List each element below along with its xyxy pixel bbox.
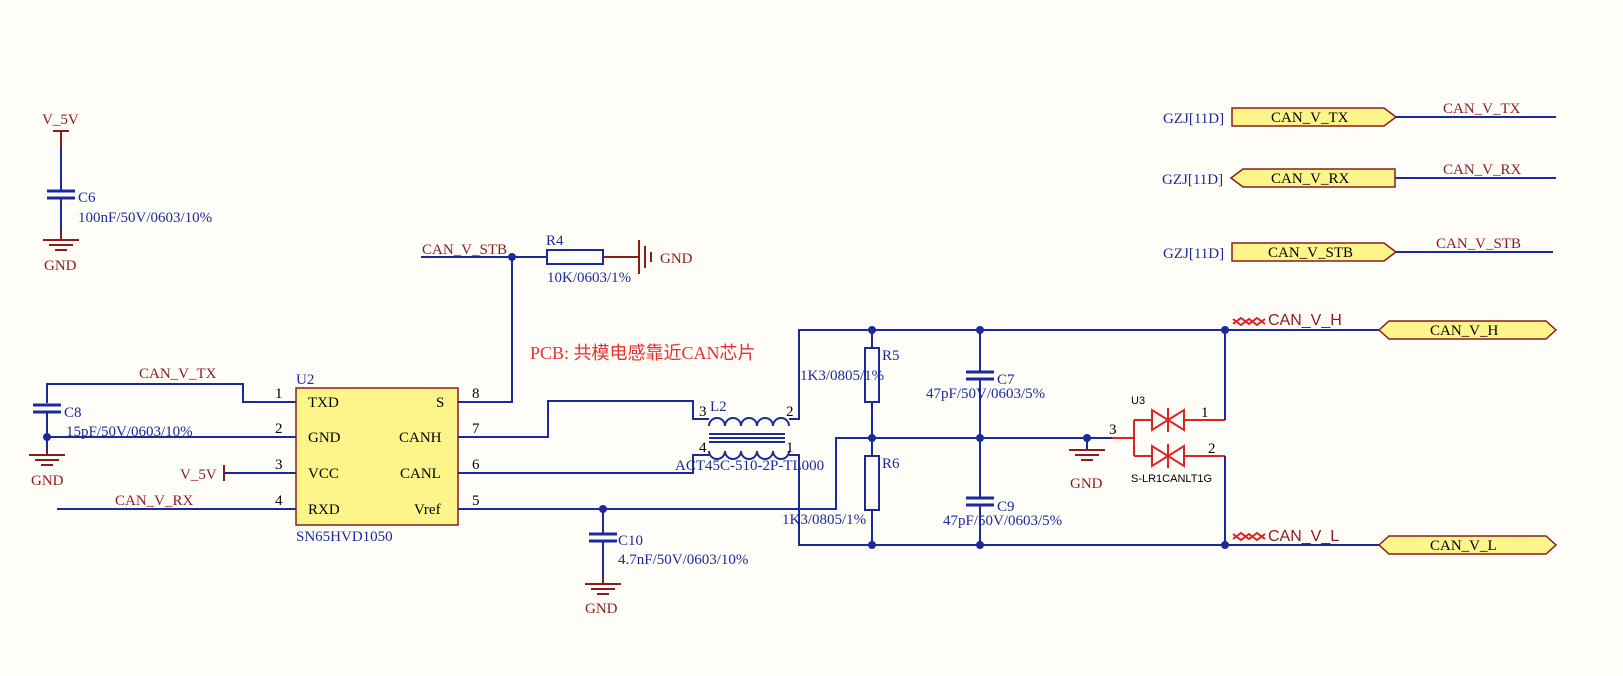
port-stb-net: CAN_V_STB	[1436, 236, 1521, 252]
offsheet-port-tx: GZJ[11D] CAN_V_TX CAN_V_TX	[1163, 101, 1556, 127]
gnd-label-u3: GND	[1070, 476, 1103, 492]
u2-pin-3-num: 3	[275, 457, 283, 473]
u2-pin-8-num: 8	[472, 386, 480, 402]
c8-ref: C8	[64, 405, 82, 421]
port-rx-label: CAN_V_RX	[1271, 171, 1350, 187]
port-stb-label: CAN_V_STB	[1268, 245, 1353, 261]
can-v-tx-net-label: CAN_V_TX	[139, 366, 217, 382]
c7-value: 47pF/50V/0603/5%	[926, 386, 1045, 402]
u2-pin-5-num: 5	[472, 493, 480, 509]
c6-value: 100nF/50V/0603/10%	[78, 210, 212, 226]
gnd-label-c6: GND	[44, 258, 77, 274]
u2-pin-gnd: GND	[308, 430, 341, 446]
l2-pin-1: 1	[786, 440, 794, 456]
v5v-net-label-top: V_5V	[42, 112, 79, 128]
c7-c9-filter: C7 47pF/50V/0603/5% C9 47pF/50V/0603/5%	[872, 326, 1112, 549]
can-bus-outputs: CAN_V_H CAN_V_L CAN_V_H CAN_V_L	[1225, 312, 1558, 555]
u2-ref: U2	[296, 372, 314, 388]
r6-ref: R6	[882, 456, 900, 472]
u2-pin-4-num: 4	[275, 493, 283, 509]
u3-ref: U3	[1131, 395, 1145, 407]
l2-pin-2: 2	[786, 404, 794, 420]
u2-pin-vcc: VCC	[308, 466, 339, 482]
l2-value: ACT45C-510-2P-TL000	[675, 458, 824, 474]
c9-value: 47pF/50V/0603/5%	[943, 513, 1062, 529]
split-termination: R5 1K3/0805/1% R6 1K3/0805/1%	[782, 326, 900, 549]
u3-part: S-LR1CANLT1G	[1131, 473, 1212, 485]
u3-tvs: GND 3 1 2 U3 S-LR1CANLT1G	[1069, 326, 1229, 549]
r5-value: 1K3/0805/1%	[800, 368, 884, 384]
u3-pin-1: 1	[1201, 405, 1209, 421]
offsheet-port-rx: GZJ[11D] CAN_V_RX CAN_V_RX	[1162, 162, 1556, 188]
gnd-label-c10: GND	[585, 601, 618, 617]
u2-pin-1-num: 1	[275, 386, 283, 402]
port-can-v-h-label: CAN_V_H	[1430, 323, 1499, 339]
c10-value: 4.7nF/50V/0603/10%	[618, 552, 748, 568]
u3-pin-3: 3	[1109, 422, 1117, 438]
c7-ref: C7	[997, 372, 1015, 388]
can-v-h-net-label: CAN_V_H	[1268, 312, 1342, 329]
u2-part: SN65HVD1050	[296, 529, 393, 545]
u2-pin-6-num: 6	[472, 457, 480, 473]
gnd-label-c8: GND	[31, 473, 64, 489]
c8-filter: CAN_V_TX GND C8 15pF/50V/0603/10%	[29, 366, 296, 489]
u2-transceiver: U2 SN65HVD1050 1 2 3 4 TXD GND VCC RXD S…	[275, 372, 480, 545]
u2-pin-s: S	[436, 395, 444, 411]
port-tx-label: CAN_V_TX	[1271, 110, 1349, 126]
port-tx-ref: GZJ[11D]	[1163, 111, 1224, 127]
can-v-l-net-label: CAN_V_L	[1268, 528, 1339, 545]
c9-ref: C9	[997, 499, 1015, 515]
c8-value: 15pF/50V/0603/10%	[66, 424, 193, 440]
u2-pin-2-num: 2	[275, 421, 283, 437]
port-can-v-l-label: CAN_V_L	[1430, 538, 1497, 554]
pcb-layout-note: PCB: 共模电感靠近CAN芯片	[530, 343, 756, 363]
can-v-stb-net-label: CAN_V_STB	[422, 242, 507, 258]
v5v-net-label-vcc: V_5V	[180, 467, 217, 483]
l2-pin-3: 3	[699, 404, 707, 420]
c10-ref: C10	[618, 533, 643, 549]
u2-pin-txd: TXD	[308, 395, 339, 411]
u2-pin-canl: CANL	[400, 466, 441, 482]
r5-ref: R5	[882, 348, 900, 364]
c10-vref: GND C10 4.7nF/50V/0603/10%	[458, 437, 872, 617]
port-tx-net: CAN_V_TX	[1443, 101, 1521, 117]
gnd-label-r4: GND	[660, 251, 693, 267]
c6-decoupling: V_5V GND C6 100nF/50V/0603/10%	[42, 112, 212, 274]
r4-ref: R4	[546, 233, 564, 249]
r4-standby: CAN_V_STB GND R4 10K/0603/1%	[421, 233, 693, 403]
port-rx-ref: GZJ[11D]	[1162, 172, 1223, 188]
can-v-rx-net-label: CAN_V_RX	[115, 493, 194, 509]
r6-value: 1K3/0805/1%	[782, 512, 866, 528]
u2-pin-canh: CANH	[399, 430, 442, 446]
offsheet-port-stb: GZJ[11D] CAN_V_STB CAN_V_STB	[1163, 236, 1553, 262]
port-stb-ref: GZJ[11D]	[1163, 246, 1224, 262]
u2-pin-7-num: 7	[472, 421, 480, 437]
u3-pin-2: 2	[1208, 441, 1216, 457]
port-rx-net: CAN_V_RX	[1443, 162, 1522, 178]
l2-choke: L2 3 2 4 1 ACT45C-510-2P-TL000	[458, 329, 1225, 546]
l2-ref: L2	[710, 399, 727, 415]
r4-value: 10K/0603/1%	[547, 270, 631, 286]
u2-pin-rxd: RXD	[308, 502, 340, 518]
u2-pin-vref: Vref	[414, 502, 441, 518]
l2-pin-4: 4	[699, 440, 707, 456]
c6-ref: C6	[78, 190, 96, 206]
